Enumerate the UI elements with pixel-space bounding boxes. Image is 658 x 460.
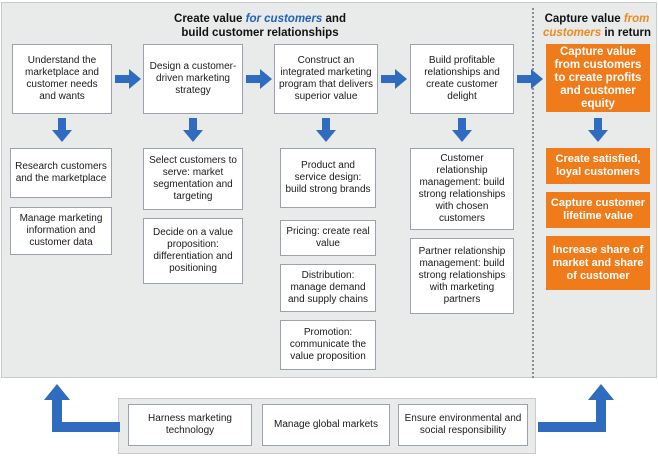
arrow-down-5 [588,118,608,142]
product-service-design-box: Product and service design: build strong… [280,148,376,208]
harness-technology-box: Harness marketing technology [128,404,252,446]
arrow-down-2 [183,118,203,142]
arrow-right-2 [246,69,272,89]
arrow-down-1 [52,118,72,142]
step-build-relationships: Build profitable relationships and creat… [410,44,514,114]
customer-lifetime-value-box: Capture customer lifetime value [546,192,650,228]
arrow-right-4 [517,69,543,89]
step-construct-program: Construct an integrated marketing progra… [274,44,378,114]
step-understand-marketplace: Understand the marketplace and customer … [12,44,112,114]
step-design-strategy: Design a customer-driven marketing strat… [143,44,243,114]
arrow-down-4 [452,118,472,142]
segmentation-targeting-box: Select customers to serve: market segmen… [143,148,243,210]
manage-global-markets-box: Manage global markets [262,404,390,446]
value-proposition-box: Decide on a value proposition: different… [143,218,243,284]
partner-relationship-box: Partner relationship management: build s… [410,238,514,314]
distribution-box: Distribution: manage demand and supply c… [280,264,376,312]
share-of-market-box: Increase share of market and share of cu… [546,236,650,290]
satisfied-loyal-customers-box: Create satisfied, loyal customers [546,148,650,184]
value-capture-divider [532,8,534,378]
header-capture-value: Capture value from customers in return [542,13,651,39]
research-customers-box: Research customers and the marketplace [10,148,112,198]
manage-information-box: Manage marketing information and custome… [10,207,112,255]
promotion-box: Promotion: communicate the value proposi… [280,320,376,370]
arrow-elbow-left [44,384,120,432]
step-capture-value: Capture value from customers to create p… [546,44,650,112]
environmental-responsibility-box: Ensure environmental and social responsi… [398,404,528,446]
arrow-right-1 [115,69,141,89]
arrow-right-3 [381,69,407,89]
arrow-down-3 [316,118,336,142]
header-create-value: Create value for customers and build cus… [174,13,346,39]
arrow-elbow-right [538,384,614,432]
customer-relationship-box: Customer relationship management: build … [410,148,514,230]
pricing-box: Pricing: create real value [280,220,376,256]
